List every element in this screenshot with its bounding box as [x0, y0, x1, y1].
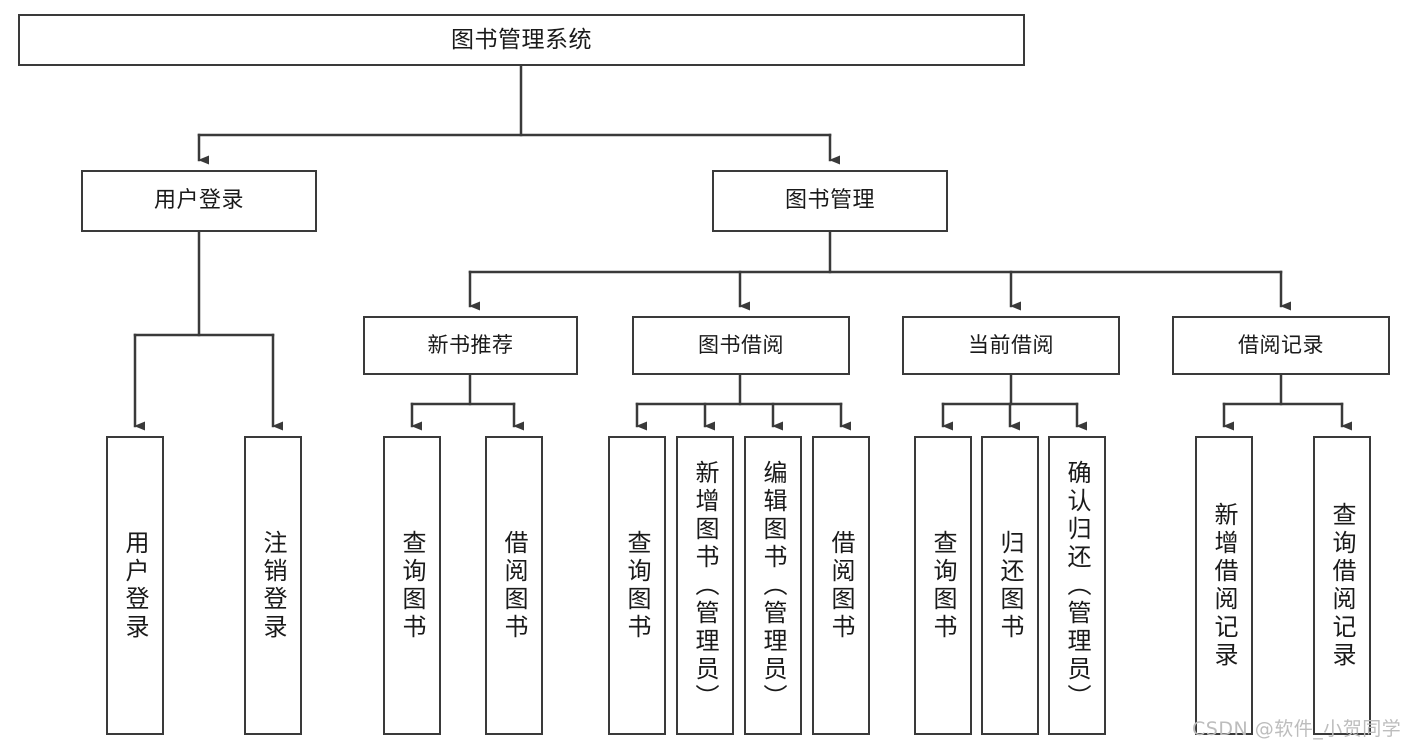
node-label: 查询图书: [623, 529, 651, 642]
node-label: 新增借阅记录: [1210, 501, 1238, 670]
node-label: 当前借阅: [968, 333, 1054, 358]
node-label: 归还图书: [996, 529, 1024, 642]
leaf-query-book-borrow[interactable]: 查询图书: [608, 436, 666, 735]
leaf-add-borrow-record[interactable]: 新增借阅记录: [1195, 436, 1253, 735]
leaf-borrow-book[interactable]: 借阅图书: [812, 436, 870, 735]
node-label: 确认归还（管理员）: [1063, 459, 1091, 712]
node-label: 查询图书: [398, 529, 426, 642]
node-label: 新书推荐: [427, 333, 514, 358]
node-label: 查询图书: [929, 529, 957, 642]
node-label: 查询借阅记录: [1328, 501, 1356, 670]
watermark-text: CSDN @软件_小贺同学: [1192, 718, 1402, 740]
node-label: 借阅记录: [1238, 333, 1324, 358]
leaf-confirm-return-admin[interactable]: 确认归还（管理员）: [1048, 436, 1106, 735]
node-label: 图书借阅: [698, 333, 784, 358]
node-label: 借阅图书: [827, 529, 855, 642]
node-current-borrow[interactable]: 当前借阅: [902, 316, 1120, 375]
node-label: 图书管理系统: [451, 26, 592, 53]
leaf-query-book-current[interactable]: 查询图书: [914, 436, 972, 735]
leaf-return-book[interactable]: 归还图书: [981, 436, 1039, 735]
leaf-logout[interactable]: 注销登录: [244, 436, 302, 735]
leaf-borrow-book-recommend[interactable]: 借阅图书: [485, 436, 543, 735]
node-label: 新增图书（管理员）: [691, 459, 719, 712]
node-label: 用户登录: [153, 188, 244, 214]
node-book-borrow[interactable]: 图书借阅: [632, 316, 850, 375]
leaf-edit-book-admin[interactable]: 编辑图书（管理员）: [744, 436, 802, 735]
node-label: 注销登录: [259, 529, 287, 642]
leaf-add-book-admin[interactable]: 新增图书（管理员）: [676, 436, 734, 735]
node-new-book-recommend[interactable]: 新书推荐: [363, 316, 578, 375]
node-label: 编辑图书（管理员）: [759, 459, 787, 712]
node-label: 用户登录: [121, 529, 149, 642]
leaf-query-borrow-record[interactable]: 查询借阅记录: [1313, 436, 1371, 735]
node-label: 借阅图书: [500, 529, 528, 642]
leaf-user-login[interactable]: 用户登录: [106, 436, 164, 735]
leaf-query-book-recommend[interactable]: 查询图书: [383, 436, 441, 735]
node-label: 图书管理: [784, 188, 875, 214]
node-book-management[interactable]: 图书管理: [712, 170, 948, 232]
node-user-login[interactable]: 用户登录: [81, 170, 317, 232]
node-book-management-system[interactable]: 图书管理系统: [18, 14, 1025, 66]
node-borrow-record[interactable]: 借阅记录: [1172, 316, 1390, 375]
